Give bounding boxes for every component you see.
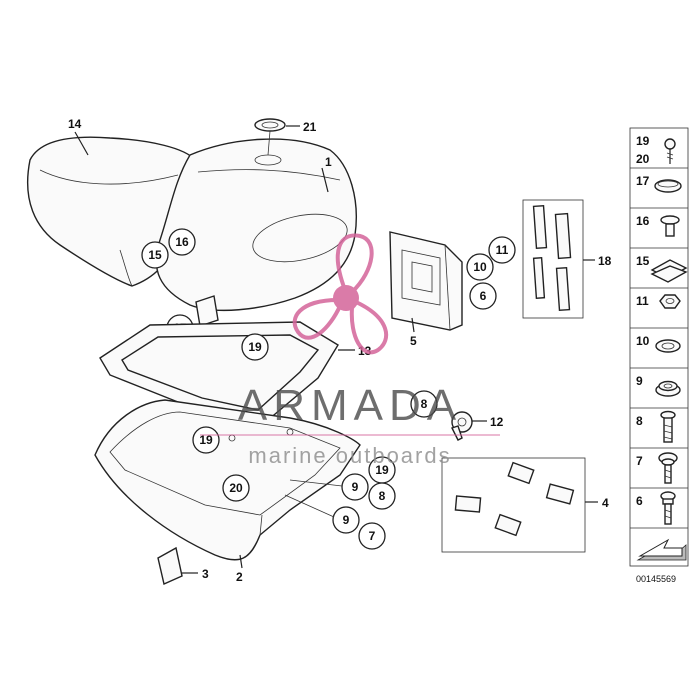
callout-8a: 8 [421, 397, 428, 411]
callout-8a-circle [410, 390, 438, 418]
part-5-hinge-bracket [389, 231, 463, 331]
callout-20-circle [222, 474, 250, 502]
callout-19c: 19 [375, 463, 389, 477]
legend-label-8: 8 [636, 414, 643, 428]
rivet-icon [660, 215, 680, 237]
callout-15: 15 [148, 248, 162, 262]
callout-9b-circle [332, 506, 360, 534]
callout-1: 1 [325, 155, 332, 169]
callout-16: 16 [175, 235, 189, 249]
part-13-seal [99, 321, 339, 426]
callout-11-circle [488, 236, 516, 264]
part-4-pad-kit [441, 457, 586, 553]
callout-19b-circle [192, 426, 220, 454]
watermark-tagline: marine outboards [248, 443, 451, 468]
callout-8b-circle [368, 482, 396, 510]
callout-7: 7 [369, 529, 376, 543]
callout-9a-circle [341, 473, 369, 501]
diagram-reference-code: 00145569 [636, 574, 676, 584]
part-1-lid [155, 138, 357, 312]
part-18-pad-set [522, 199, 584, 319]
arrow-icon [636, 538, 687, 561]
legend-label-11: 11 [636, 294, 649, 308]
callout-10-circle [466, 253, 494, 281]
callout-12: 12 [490, 415, 504, 429]
callout-7-circle [358, 522, 386, 550]
clip-nut-icon [650, 259, 688, 283]
legend-label-17: 17 [636, 174, 650, 188]
washer-icon [655, 339, 681, 353]
callout-15-circle [141, 241, 169, 269]
callout-9a: 9 [352, 480, 359, 494]
flange-screw-icon [658, 452, 678, 484]
legend-label-10: 10 [636, 334, 650, 348]
legend-label-16: 16 [636, 214, 650, 228]
legend-label-15: 15 [636, 254, 650, 268]
callout-19b: 19 [199, 433, 213, 447]
callout-19a-circle [241, 333, 269, 361]
screw-icon [664, 138, 676, 164]
callout-18: 18 [598, 254, 612, 268]
legend-label-9: 9 [636, 374, 643, 388]
propeller-icon [292, 233, 389, 355]
legend-label-7: 7 [636, 454, 643, 468]
callout-5: 5 [410, 334, 417, 348]
hex-nut-icon [659, 294, 681, 309]
part-21-badge [254, 118, 286, 156]
cap-icon [654, 179, 682, 193]
callout-2: 2 [236, 570, 243, 584]
bolt-icon [660, 410, 676, 443]
callout-6-circle [469, 282, 497, 310]
watermark-brand: ARMADA [238, 381, 462, 430]
legend-label-19: 19 [636, 134, 650, 148]
callout-19a: 19 [248, 340, 262, 354]
legend-label-20: 20 [636, 152, 650, 166]
callout-10: 10 [473, 260, 487, 274]
callout-14: 14 [68, 117, 82, 131]
latch-piece [195, 295, 219, 327]
part-12-lock [451, 411, 473, 441]
callout-6: 6 [480, 289, 487, 303]
callout-3: 3 [202, 567, 209, 581]
callout-9b: 9 [343, 513, 350, 527]
grommet-icon [655, 380, 681, 397]
legend-label-6: 6 [636, 494, 643, 508]
callout-4: 4 [602, 496, 609, 510]
part-3-reflector [157, 546, 183, 585]
callout-20: 20 [229, 481, 243, 495]
hardware-legend: 19 20 17 16 15 11 10 [629, 127, 689, 567]
collar-screw-icon [660, 491, 676, 525]
callout-8b: 8 [379, 489, 386, 503]
callout-16-circle [168, 228, 196, 256]
callout-21: 21 [303, 120, 317, 134]
callout-11: 11 [496, 243, 509, 257]
